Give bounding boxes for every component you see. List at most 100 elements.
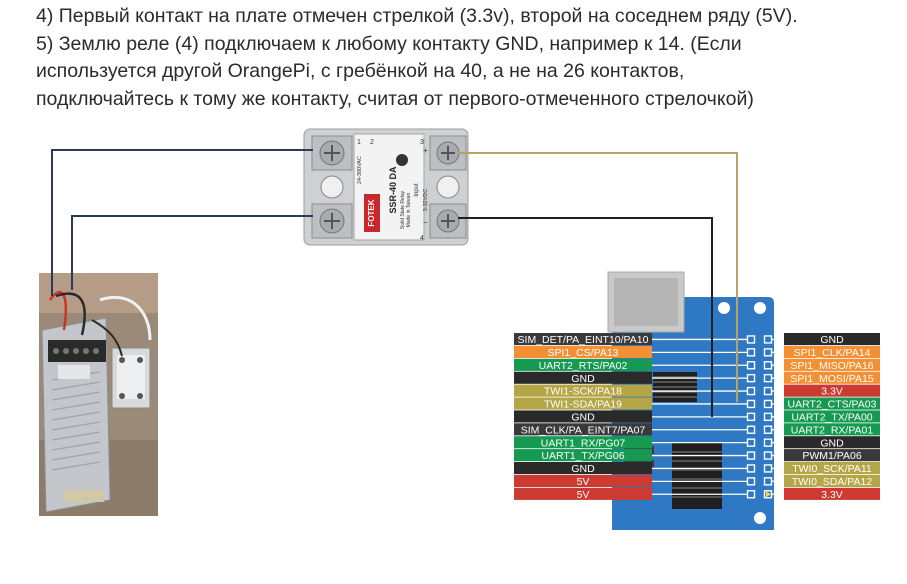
wire-relay-4-to-gnd bbox=[458, 217, 713, 417]
wire-relay-3-to-3v3 bbox=[458, 152, 738, 402]
right-pin-box bbox=[784, 384, 880, 397]
right-pin-label: UART2_CTS/PA03 bbox=[788, 399, 877, 411]
header-pin-pad bbox=[746, 438, 756, 447]
relay-line-1: Solid State Relay bbox=[400, 190, 406, 229]
relay-terminal-2-label: 2 bbox=[370, 139, 374, 146]
left-pin-label: UART1_RX/PG07 bbox=[541, 437, 626, 449]
gpio-header bbox=[746, 335, 773, 499]
left-pin-label: TWI1-SCK/PA18 bbox=[544, 386, 622, 398]
relay-minus-sign: − bbox=[423, 218, 428, 227]
header-pin-pad bbox=[746, 451, 756, 460]
wire-relay-1-to-psu bbox=[51, 149, 313, 296]
relay-input-label: Input bbox=[414, 183, 420, 197]
relay-line-2: Made in Taiwan bbox=[406, 192, 412, 227]
left-pin-box bbox=[514, 397, 652, 410]
header-pin-pad bbox=[746, 412, 756, 422]
header-pin-pad bbox=[746, 490, 756, 499]
left-pin-box bbox=[514, 474, 652, 487]
right-pin-label: SPI1_MOSI/PA15 bbox=[790, 373, 873, 385]
left-pin-label: GND bbox=[571, 373, 595, 385]
relay-terminal-1-label: 1 bbox=[357, 139, 361, 146]
instruction-line-3: используется другой OrangePi, с гребёнко… bbox=[36, 60, 685, 83]
right-pin-label: UART2_TX/PA00 bbox=[791, 411, 872, 423]
wire-relay-2-to-psu bbox=[71, 215, 313, 290]
left-pin-box bbox=[514, 333, 652, 346]
header-pin-pad bbox=[763, 464, 773, 473]
solid-state-relay: FOTEK SSR-40 DA Solid State Relay Made i… bbox=[303, 128, 469, 246]
right-pin-box bbox=[784, 423, 880, 436]
power-supply-photo bbox=[39, 273, 158, 516]
left-pin-label: GND bbox=[571, 463, 595, 475]
header-pin-pad bbox=[763, 425, 773, 434]
left-pin-box bbox=[514, 487, 652, 500]
header-pin-pad bbox=[746, 373, 756, 383]
left-pin-label: UART1_TX/PG06 bbox=[541, 450, 624, 462]
header-pin-pad bbox=[746, 399, 756, 409]
header-pin-pad bbox=[763, 386, 773, 396]
header-pin-pad bbox=[746, 348, 756, 357]
right-pin-box bbox=[784, 449, 880, 462]
left-pin-box bbox=[514, 436, 652, 449]
header-pin-pad bbox=[763, 399, 773, 409]
right-pin-box bbox=[784, 410, 880, 423]
instruction-text: 4) Первый контакт на плате отмечен стрел… bbox=[36, 3, 896, 113]
right-pin-label: 3.3V bbox=[821, 386, 843, 398]
right-pin-label: GND bbox=[820, 437, 844, 449]
left-pin-box bbox=[514, 345, 652, 358]
right-pin-box bbox=[784, 358, 880, 371]
relay-input-range: 3-32VDC bbox=[423, 189, 429, 212]
header-pin-pad bbox=[763, 348, 773, 357]
right-pin-label: TWI0_SCK/PA11 bbox=[792, 463, 872, 475]
right-pin-box bbox=[784, 462, 880, 475]
header-pin-pad bbox=[746, 335, 756, 344]
left-pin-label: 5V bbox=[577, 476, 590, 488]
header-pin-pad bbox=[763, 412, 773, 422]
left-pin-label: SPI1_CS/PA13 bbox=[547, 347, 618, 359]
right-pin-label: TWI0_SDA/PA12 bbox=[792, 476, 872, 488]
relay-led-icon bbox=[396, 154, 408, 166]
right-pin-label: 3.3V bbox=[821, 489, 843, 501]
instruction-line-1: 4) Первый контакт на плате отмечен стрел… bbox=[36, 5, 798, 27]
left-pin-label: GND bbox=[571, 411, 595, 423]
left-pin-labels: SIM_DET/PA_EINT10/PA10SPI1_CS/PA13UART2_… bbox=[514, 333, 751, 501]
right-pin-labels: GNDSPI1_CLK/PA14SPI1_MISO/PA16SPI1_MOSI/… bbox=[768, 333, 880, 501]
right-pin-box bbox=[784, 345, 880, 358]
left-pin-box bbox=[514, 384, 652, 397]
left-pin-box bbox=[514, 410, 652, 423]
left-pin-label: SIM_DET/PA_EINT10/PA10 bbox=[518, 334, 649, 346]
right-pin-box bbox=[784, 333, 880, 346]
relay-terminal-3-label: 3 bbox=[420, 139, 424, 146]
relay-model: SSR-40 DA bbox=[388, 166, 398, 214]
relay-brand: FOTEK bbox=[367, 199, 376, 226]
header-pin-pad bbox=[763, 477, 773, 486]
orange-pi-board bbox=[607, 271, 774, 530]
header-pin-pad bbox=[763, 451, 773, 460]
right-pin-label: GND bbox=[820, 334, 844, 346]
left-pin-label: SIM_CLK/PA_EINT7/PA07 bbox=[521, 424, 646, 436]
right-pin-box bbox=[784, 474, 880, 487]
first-pin-arrow-icon bbox=[766, 491, 771, 498]
relay-plus-sign: + bbox=[423, 146, 428, 155]
right-pin-box bbox=[784, 397, 880, 410]
header-pin-pad bbox=[746, 464, 756, 473]
right-pin-label: PWM1/PA06 bbox=[802, 450, 861, 462]
left-pin-box bbox=[514, 423, 652, 436]
right-pin-label: SPI1_MISO/PA16 bbox=[790, 360, 873, 372]
header-pin-pad bbox=[746, 425, 756, 434]
right-pin-box bbox=[784, 487, 880, 500]
header-pin-pad bbox=[746, 477, 756, 486]
relay-terminal-4-label: 4 bbox=[420, 235, 424, 242]
header-pin-pad bbox=[746, 361, 756, 370]
right-pin-box bbox=[784, 371, 880, 384]
wires bbox=[51, 149, 738, 417]
header-pin-pad bbox=[763, 438, 773, 447]
instruction-line-2: 5) Землю реле (4) подключаем к любому ко… bbox=[36, 32, 742, 55]
relay-output-range: 24-380VAC bbox=[357, 156, 363, 184]
left-pin-label: UART2_RTS/PA02 bbox=[539, 360, 628, 372]
left-pin-box bbox=[514, 449, 652, 462]
header-pin-pad bbox=[746, 386, 756, 396]
right-pin-box bbox=[784, 436, 880, 449]
left-pin-label: 5V bbox=[577, 489, 590, 501]
left-pin-label: TWI1-SDA/PA19 bbox=[544, 399, 622, 411]
